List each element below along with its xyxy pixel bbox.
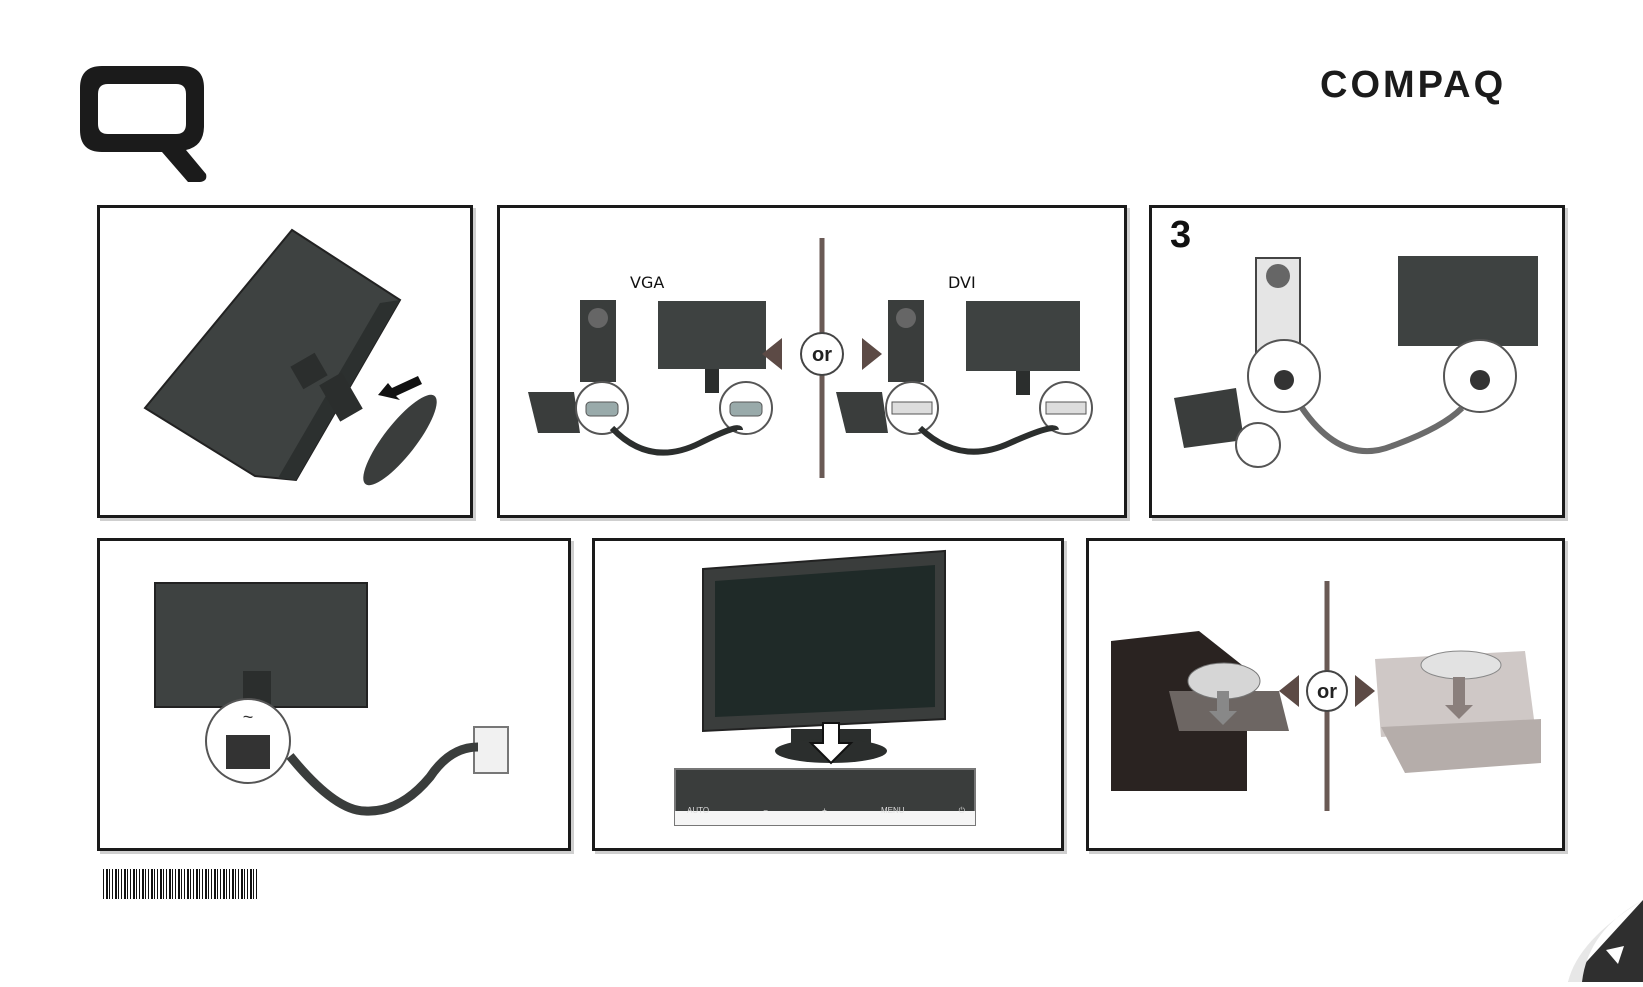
menu-button-label: MENU — [881, 806, 905, 816]
arrow-icon — [378, 376, 422, 400]
or-arrows-icon: or — [762, 333, 882, 375]
desktop-disc-illustration — [1111, 631, 1289, 791]
power-button-label: ⏻ — [959, 806, 965, 816]
headphone-callout-icon — [1236, 423, 1280, 467]
compaq-wordmark-text: COMPAQ — [1320, 64, 1506, 106]
dvi-label: DVI — [948, 273, 976, 292]
compaq-wordmark: COMPAQ — [1320, 64, 1555, 106]
auto-button-label: AUTO — [687, 806, 709, 816]
page-curl-next-icon[interactable] — [1568, 900, 1643, 982]
audio-setup-illustration — [1174, 256, 1538, 467]
panel-attach-stand — [97, 205, 473, 518]
monitor-button-labels: AUTO − + MENU ⏻ — [687, 806, 965, 816]
or-badge-text: or — [812, 344, 832, 366]
panel-video-connection: VGA or DVI — [497, 205, 1127, 518]
vga-label: VGA — [630, 273, 664, 292]
monitor-front-illustration — [675, 551, 975, 825]
or-arrows-icon: or — [1279, 671, 1375, 711]
power-setup-illustration: ~ — [155, 583, 508, 811]
dvi-label-text: DVI — [948, 273, 976, 292]
panel-power-on: AUTO − + MENU ⏻ — [592, 538, 1064, 851]
or-badge-text: or — [1317, 681, 1337, 703]
monitor-back-illustration — [145, 230, 400, 480]
vga-label-text: VGA — [630, 273, 664, 292]
stand-base-illustration — [353, 386, 447, 494]
wall-outlet-icon — [474, 727, 508, 773]
compaq-q-logo-icon — [80, 66, 212, 184]
dvi-setup-illustration — [836, 300, 1092, 452]
plus-button-label: + — [822, 806, 827, 816]
laptop-disc-illustration — [1375, 651, 1541, 773]
barcode-icon — [103, 869, 258, 899]
panel-insert-disc: or — [1086, 538, 1565, 851]
vga-setup-illustration — [528, 300, 772, 453]
svg-text:~: ~ — [243, 707, 254, 727]
panel-audio-connection: 3 — [1149, 205, 1565, 518]
minus-button-label: − — [763, 806, 768, 816]
panel-power-connection: ~ — [97, 538, 571, 851]
